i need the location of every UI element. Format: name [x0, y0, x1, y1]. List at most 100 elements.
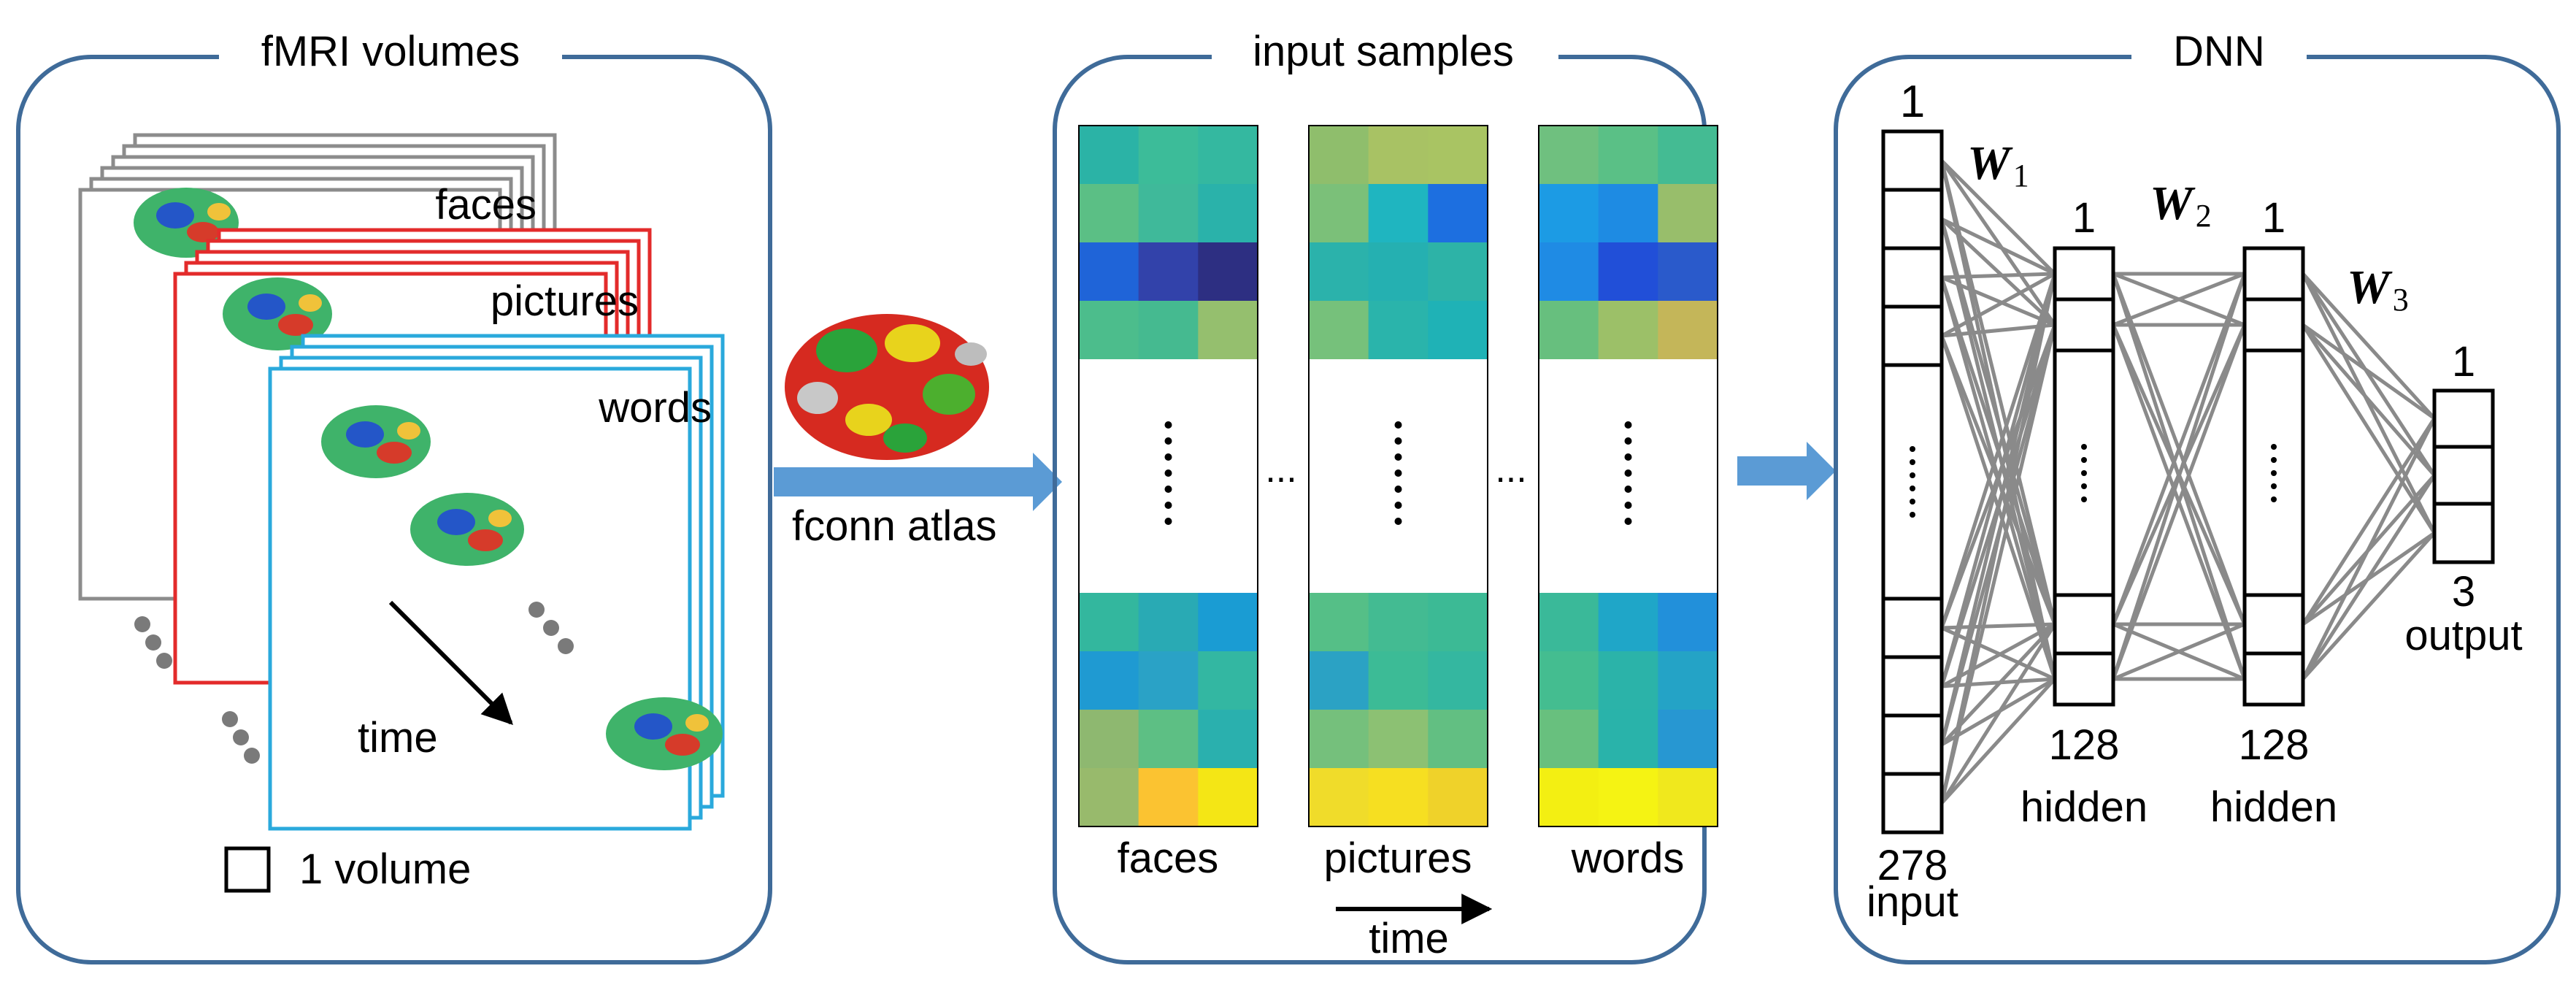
time-arrow — [388, 600, 513, 725]
dnn-edge — [1940, 159, 2056, 275]
heatmap-cell — [1079, 651, 1139, 710]
input-layer — [1881, 129, 1944, 835]
dnn-edge — [2301, 323, 2437, 534]
heatmap-cell — [1309, 593, 1369, 652]
atlas-arrow-label: fconn atlas — [792, 502, 997, 550]
heatmap-cell — [1198, 651, 1258, 710]
dnn-edge — [1939, 623, 2057, 805]
heatmap-cell — [1138, 710, 1199, 769]
heatmap-cell — [1658, 184, 1718, 243]
heatmap-cell — [1539, 768, 1599, 827]
heatmap-cell — [1138, 651, 1199, 710]
output-layer-name: output — [2404, 612, 2522, 659]
dnn-edge — [1941, 272, 2056, 280]
heatmap-cell — [1198, 126, 1258, 185]
heatmap-cell — [1138, 593, 1199, 652]
heatmap-cell — [1428, 768, 1488, 827]
heatmap-gap-dot — [1164, 453, 1172, 461]
brain-atlas-icon — [785, 314, 989, 460]
heatmap-cell — [1309, 301, 1369, 360]
heatmap-cell — [1658, 301, 1718, 360]
input-layer-name: input — [1866, 878, 1958, 926]
heatmap-cell — [1658, 126, 1718, 185]
heatmap-cell — [1309, 710, 1369, 769]
heatmap-cell — [1368, 242, 1429, 302]
heatmap-cell — [1198, 242, 1258, 302]
dnn-edge — [1939, 273, 2057, 804]
heatmap-cell — [1309, 184, 1369, 243]
heatmap-cell — [1598, 242, 1658, 302]
brain-surface-icon — [223, 277, 332, 350]
heatmap-cell — [1198, 593, 1258, 652]
dnn-edge — [2302, 272, 2436, 420]
dnn-edge — [1940, 218, 2056, 326]
hidden-layer-2 — [2242, 246, 2305, 707]
dnn-edge — [2301, 417, 2437, 626]
input-panel-title: input samples — [1253, 28, 1514, 75]
heatmap-frame — [1308, 125, 1488, 827]
heatmap-cell — [1368, 651, 1429, 710]
faces-stack-label: faces — [435, 181, 537, 229]
fmri-time-label: time — [358, 714, 438, 762]
dnn-edge — [1939, 273, 2057, 687]
dnn-edge — [1941, 275, 2056, 327]
dnn-edge — [2301, 417, 2437, 680]
dnn-edge — [2112, 272, 2245, 327]
fmri-panel: fMRI volumes faces pictures — [16, 28, 772, 964]
volume-legend-square — [224, 846, 271, 893]
input-layer-dots — [1910, 446, 1915, 518]
heatmap-cell — [1539, 593, 1599, 652]
heatmap-cell — [1138, 126, 1199, 185]
hidden-layer-2-top-index: 1 — [2262, 194, 2285, 242]
input-layer-top-index: 1 — [1900, 77, 1925, 127]
dnn-edges — [1939, 159, 2437, 805]
output-layer-top-index: 1 — [2452, 338, 2475, 385]
heatmap-words — [1538, 125, 1718, 827]
heatmap-cell — [1598, 184, 1658, 243]
heatmap-cell — [1198, 301, 1258, 360]
output-layer-size: 3 — [2452, 568, 2475, 615]
dnn-edge — [1940, 678, 2056, 805]
heatmap-gap-dot — [1624, 486, 1632, 493]
hidden-layer-1-top-index: 1 — [2072, 194, 2096, 242]
heatmap-frame — [1538, 125, 1718, 827]
heatmap-cell — [1539, 651, 1599, 710]
heatmap-faces — [1078, 125, 1258, 827]
heatmap-cell — [1539, 184, 1599, 243]
heatmap-gap-dot — [1624, 502, 1632, 509]
heatmap-cell — [1658, 651, 1718, 710]
heatmap-cell — [1198, 710, 1258, 769]
heatmap-cell — [1658, 768, 1718, 827]
heatmap-cell — [1309, 651, 1369, 710]
dnn-edge — [2301, 474, 2437, 680]
heatmap-cell — [1428, 184, 1488, 243]
heatmap-cell — [1368, 301, 1429, 360]
dnn-edge — [1940, 272, 2056, 338]
heatmap-between-ellipsis: ... — [1495, 448, 1526, 491]
dnn-panel-title: DNN — [2173, 28, 2265, 75]
heatmap-cell — [1598, 301, 1658, 360]
heatmap-cell — [1079, 184, 1139, 243]
heatmap-cell — [1428, 126, 1488, 185]
heatmap-cell — [1598, 593, 1658, 652]
brain-surface-icon — [606, 697, 723, 770]
atlas-arrow-group: fconn atlas — [774, 314, 1062, 550]
heatmap-cell — [1079, 710, 1139, 769]
heatmap-gap-dot — [1164, 486, 1172, 493]
heatmap-cell — [1079, 593, 1139, 652]
heatmap-cell — [1079, 768, 1139, 827]
heatmap-gap-dot — [1624, 469, 1632, 477]
hidden-layer-2-name: hidden — [2210, 783, 2337, 831]
dnn-edge — [2111, 273, 2247, 680]
hidden-layer-1-name: hidden — [2021, 783, 2148, 831]
dnn-edge — [2111, 324, 2247, 680]
heatmap-gap-dot — [1394, 421, 1402, 429]
weight-label-w2: W2 — [2150, 177, 2212, 234]
heatmap-cell — [1198, 768, 1258, 827]
heatmap-gap-dot — [1624, 453, 1632, 461]
heatmap-gap-dot — [1164, 421, 1172, 429]
dnn-edge — [1941, 323, 2056, 338]
dnn-edge — [1939, 159, 2057, 326]
input-panel: input samples ... ... faces pictures wor… — [1053, 28, 1718, 964]
heatmap-gap-dot — [1164, 518, 1172, 525]
